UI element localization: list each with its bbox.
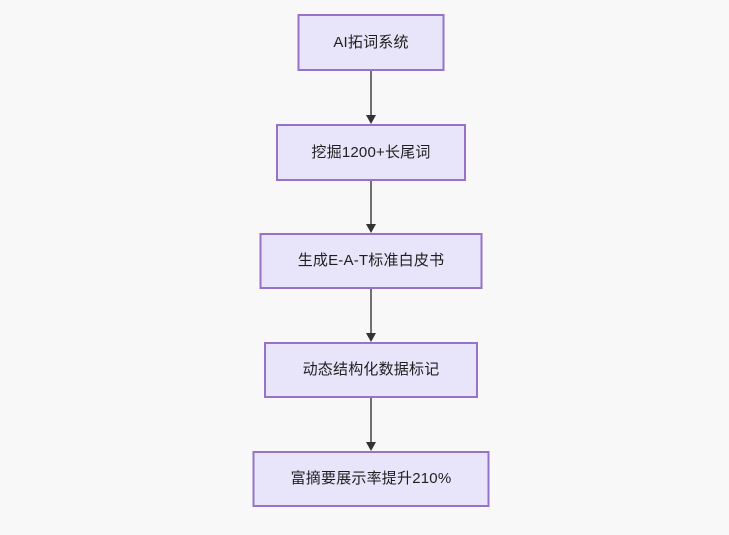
flow-node-label: 生成E-A-T标准白皮书 xyxy=(297,252,445,269)
flow-edge xyxy=(361,181,381,233)
flow-edge xyxy=(361,71,381,124)
flow-node-dynamic-structured-data-markup[interactable]: 动态结构化数据标记 xyxy=(264,342,478,398)
flow-edge xyxy=(361,398,381,451)
arrowhead-down-icon xyxy=(366,224,376,233)
edge-line xyxy=(370,181,372,225)
arrowhead-down-icon xyxy=(366,333,376,342)
arrowhead-down-icon xyxy=(366,115,376,124)
flow-edge xyxy=(361,289,381,342)
flow-node-label: AI拓词系统 xyxy=(333,33,409,51)
edge-line xyxy=(370,289,372,334)
flow-node-ai-keyword-system[interactable]: AI拓词系统 xyxy=(297,14,445,71)
edge-line xyxy=(370,398,372,443)
flow-node-rich-snippet-impression-lift[interactable]: 富摘要展示率提升210% xyxy=(252,451,490,507)
edge-line xyxy=(370,71,372,116)
flow-node-label: 富摘要展示率提升210% xyxy=(290,470,452,487)
flow-node-generate-eat-whitepaper[interactable]: 生成E-A-T标准白皮书 xyxy=(259,233,483,289)
flow-node-label: 挖掘1200+长尾词 xyxy=(311,143,431,161)
flow-node-label: 动态结构化数据标记 xyxy=(302,361,440,378)
arrowhead-down-icon xyxy=(366,442,376,451)
flow-node-mine-longtail-keywords[interactable]: 挖掘1200+长尾词 xyxy=(276,124,466,181)
